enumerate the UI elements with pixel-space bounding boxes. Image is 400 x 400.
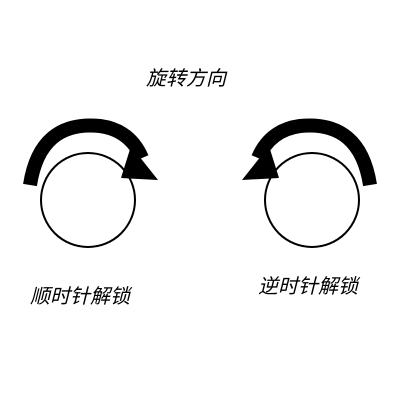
- diagram-title: 旋转方向: [146, 66, 226, 90]
- counterclockwise-arrow-icon: [242, 118, 377, 187]
- knob-circle-left: [40, 152, 136, 248]
- counterclockwise-unlock-label: 逆时针解锁: [258, 274, 358, 298]
- clockwise-unlock-label: 顺时针解锁: [30, 284, 130, 308]
- clockwise-group: [23, 118, 158, 248]
- clockwise-arrow-icon: [23, 118, 158, 187]
- knob-circle-right: [264, 152, 360, 248]
- counterclockwise-group: [242, 118, 377, 248]
